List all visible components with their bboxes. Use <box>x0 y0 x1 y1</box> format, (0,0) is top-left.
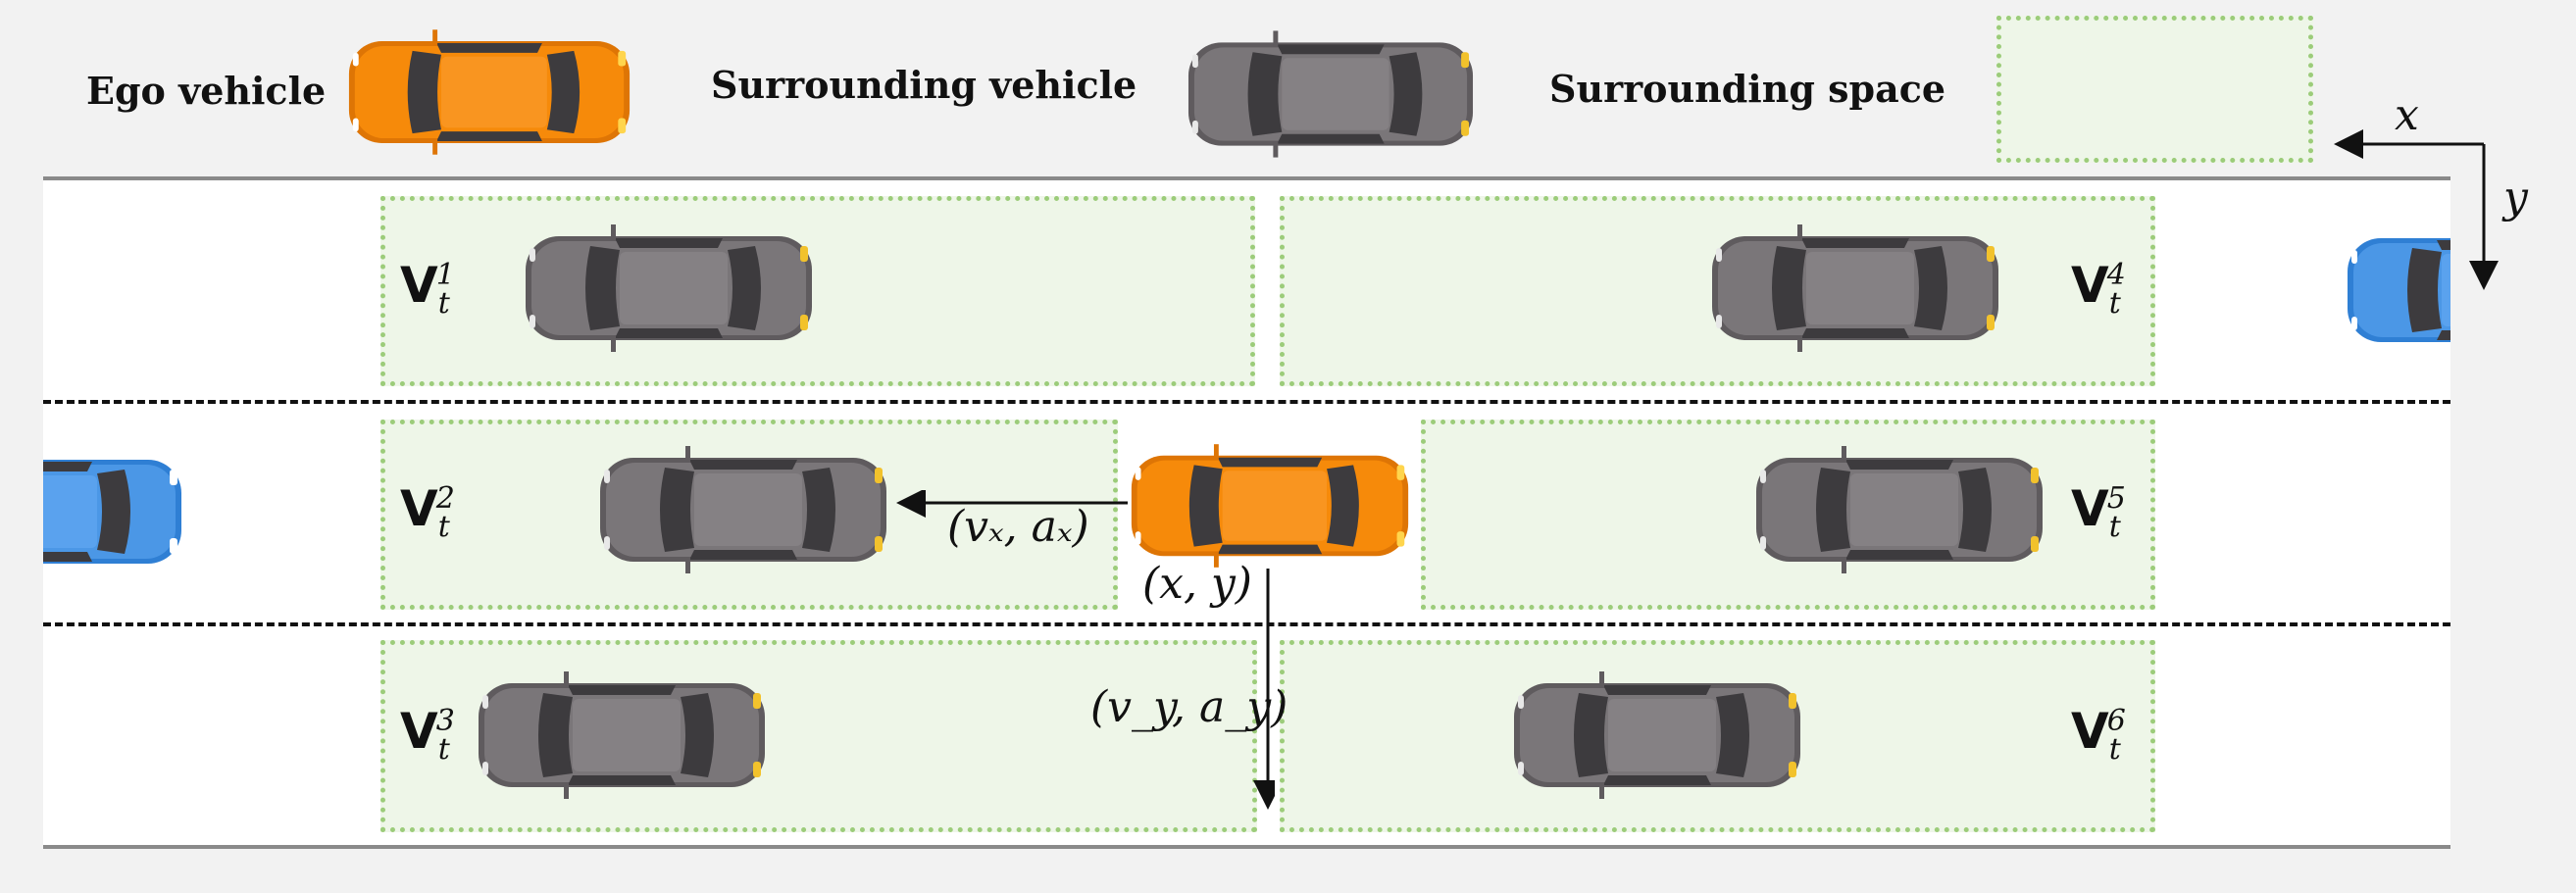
surrounding-car-4 <box>1712 224 1998 352</box>
vehicle-label-3: Vt3 <box>400 703 455 767</box>
blue-car-left <box>43 443 186 580</box>
vehicle-label-1: Vt1 <box>400 257 455 321</box>
vehicle-label-6: Vt6 <box>2071 703 2126 767</box>
road-bottom-edge <box>43 845 2450 849</box>
legend-surrounding-space-label: Surrounding space <box>1549 67 1946 111</box>
legend-surrounding-car-icon <box>1187 30 1474 158</box>
legend-ego-car-icon <box>348 29 631 155</box>
position-annotation: (x, y) <box>1142 559 1252 609</box>
lateral-annotation: (v_y, a_y) <box>1090 682 1288 732</box>
longitudinal-annotation: (vₓ, aₓ) <box>947 502 1089 552</box>
axis-y-label: y <box>2503 173 2528 223</box>
lane-divider-2 <box>43 622 2450 626</box>
vehicle-label-5: Vt5 <box>2071 480 2126 544</box>
surrounding-car-5 <box>1756 446 2043 573</box>
axis-arrows <box>2334 129 2499 290</box>
road-top-edge <box>43 176 2450 180</box>
legend-surrounding-vehicle-label: Surrounding vehicle <box>711 63 1137 107</box>
surrounding-car-1 <box>526 224 812 352</box>
lane-divider-1 <box>43 400 2450 404</box>
legend-ego-label: Ego vehicle <box>86 69 327 113</box>
surrounding-space-1 <box>380 196 1255 386</box>
surrounding-car-6 <box>1514 671 1800 799</box>
ego-velocity-arrows <box>896 490 1275 810</box>
axis-x-label: x <box>2395 90 2419 140</box>
surrounding-car-2 <box>600 446 886 573</box>
vehicle-label-2: Vt2 <box>400 480 455 544</box>
blue-car-right <box>2334 216 2450 372</box>
surrounding-car-3 <box>479 671 765 799</box>
vehicle-label-4: Vt4 <box>2071 257 2126 321</box>
legend-surrounding-space-swatch <box>1996 16 2313 163</box>
